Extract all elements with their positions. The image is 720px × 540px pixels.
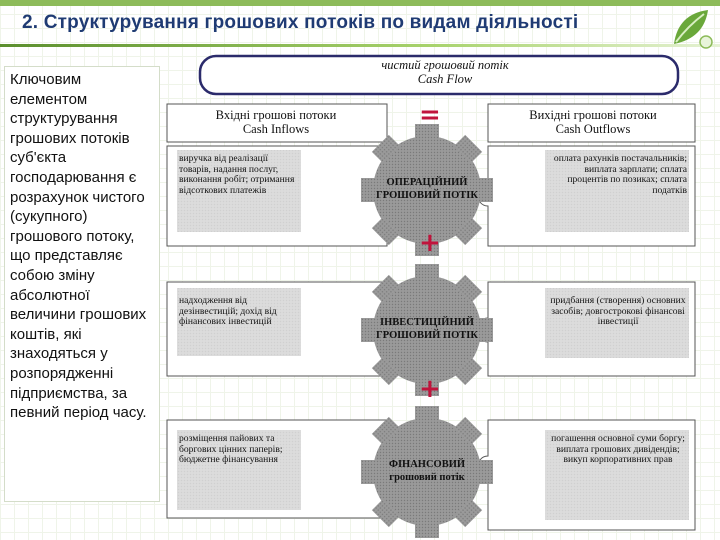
left-description: Ключовим елементом структурування грошов…: [10, 70, 158, 423]
plus-sign-1: +: [419, 230, 441, 256]
plus-sign-2: +: [419, 376, 441, 402]
equals-sign: =: [419, 102, 441, 128]
outflows-header-ua: Вихідні грошові потоки: [493, 108, 693, 122]
outflows-header: Вихідні грошові потоки Cash Outflows: [493, 108, 693, 136]
top-accent-band: [0, 0, 720, 6]
investing-inflow-text: надходження від дезінвестицій; дохід від…: [179, 296, 299, 328]
operating-outflow-text: оплата рахунків постачальників; виплата …: [549, 154, 687, 196]
cash-flow-diagram: чистий грошовий потік Cash Flow Вхідні г…: [165, 50, 697, 540]
net-flow-title-ua: чистий грошовий потік: [295, 58, 595, 72]
inflows-header-en: Cash Inflows: [171, 122, 381, 136]
operating-flow-name: ОПЕРАЦІЙНИЙ: [367, 176, 487, 189]
inflows-header-ua: Вхідні грошові потоки: [171, 108, 381, 122]
operating-flow-subname: ГРОШОВИЙ ПОТІК: [367, 189, 487, 202]
operating-flow-label: ОПЕРАЦІЙНИЙ ГРОШОВИЙ ПОТІК: [367, 176, 487, 202]
financing-outflow-text: погашення основної суми боргу; виплата г…: [549, 434, 687, 466]
financing-flow-subname: грошовий потік: [367, 471, 487, 484]
investing-outflow-text: придбання (створення) основних засобів; …: [549, 296, 687, 328]
net-flow-title-en: Cash Flow: [295, 72, 595, 86]
net-flow-label: чистий грошовий потік Cash Flow: [295, 58, 595, 86]
inflows-header: Вхідні грошові потоки Cash Inflows: [171, 108, 381, 136]
operating-inflow-text: виручка від реалізації товарів, надання …: [179, 154, 299, 196]
financing-flow-name: ФІНАНСОВИЙ: [367, 458, 487, 471]
investing-flow-label: ІНВЕСТИЦІЙНИЙ ГРОШОВИЙ ПОТІК: [367, 316, 487, 342]
title-underline: [0, 44, 720, 47]
investing-flow-subname: ГРОШОВИЙ ПОТІК: [367, 329, 487, 342]
leaf-decoration: [668, 4, 716, 50]
outflows-header-en: Cash Outflows: [493, 122, 693, 136]
financing-inflow-text: розміщення пайових та боргових цінних па…: [179, 434, 299, 466]
slide-title: 2. Структурування грошових потоків по ви…: [22, 12, 672, 34]
financing-flow-label: ФІНАНСОВИЙ грошовий потік: [367, 458, 487, 484]
investing-flow-name: ІНВЕСТИЦІЙНИЙ: [367, 316, 487, 329]
